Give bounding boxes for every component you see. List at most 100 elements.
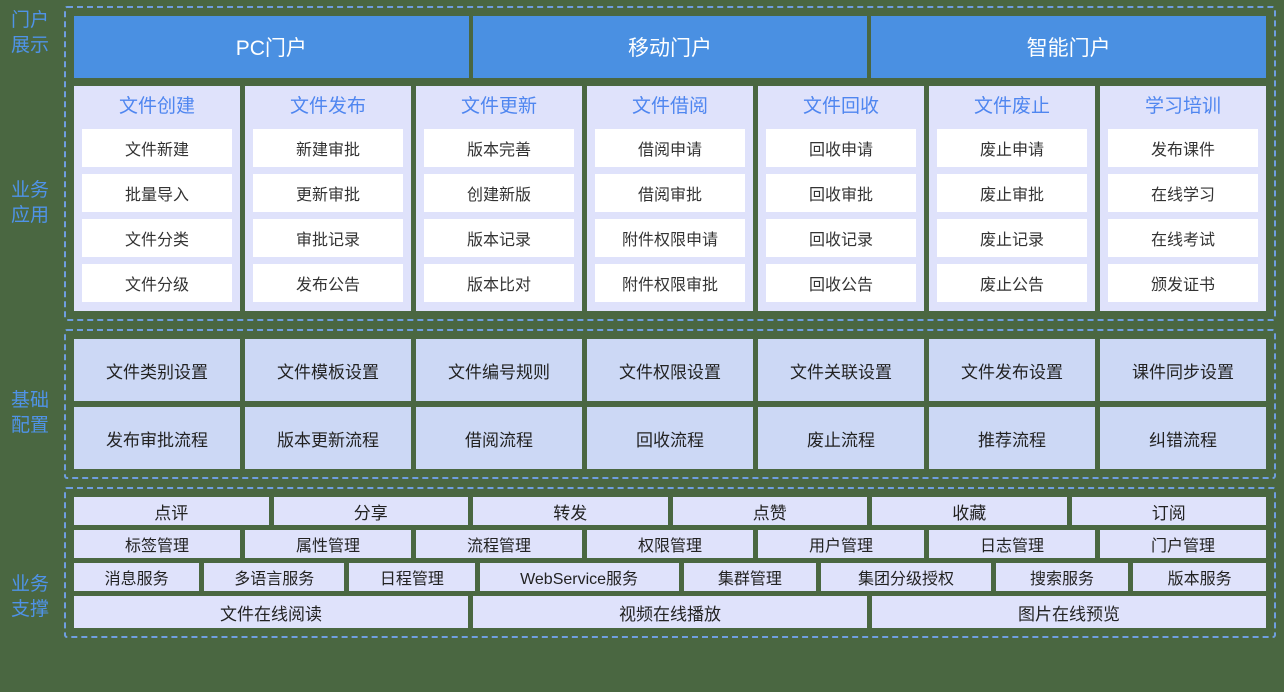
support-cell[interactable]: 视频在线播放 bbox=[473, 596, 867, 628]
config-cell[interactable]: 文件关联设置 bbox=[758, 339, 924, 401]
support-cell[interactable]: 日志管理 bbox=[929, 530, 1095, 558]
rail-label-line: 业务 bbox=[10, 180, 49, 201]
config-row-settings: 文件类别设置 文件模板设置 文件编号规则 文件权限设置 文件关联设置 文件发布设… bbox=[74, 339, 1266, 401]
support-cell[interactable]: 版本服务 bbox=[1133, 563, 1267, 591]
support-cell[interactable]: 订阅 bbox=[1071, 497, 1266, 525]
config-cell[interactable]: 文件权限设置 bbox=[587, 339, 753, 401]
app-item[interactable]: 发布公告 bbox=[253, 264, 403, 302]
application-columns: 文件创建 文件新建 批量导入 文件分类 文件分级 文件发布 新建审批 更新审批 … bbox=[74, 86, 1266, 311]
app-column-file-update: 文件更新 版本完善 创建新版 版本记录 版本比对 bbox=[416, 86, 582, 311]
app-column-file-recycle: 文件回收 回收申请 回收审批 回收记录 回收公告 bbox=[758, 86, 924, 311]
app-item[interactable]: 版本完善 bbox=[424, 129, 574, 167]
app-item[interactable]: 批量导入 bbox=[82, 174, 232, 212]
support-cell[interactable]: 收藏 bbox=[872, 497, 1067, 525]
support-cell[interactable]: 文件在线阅读 bbox=[74, 596, 468, 628]
config-cell[interactable]: 废止流程 bbox=[758, 407, 924, 469]
config-cell[interactable]: 回收流程 bbox=[587, 407, 753, 469]
portal-item-smart[interactable]: 智能门户 bbox=[871, 16, 1267, 78]
app-column-title: 文件回收 bbox=[802, 96, 879, 117]
app-column-title: 文件废止 bbox=[973, 96, 1050, 117]
support-cell[interactable]: 点评 bbox=[74, 497, 269, 525]
app-item[interactable]: 废止公告 bbox=[937, 264, 1087, 302]
rail-label-line: 展示 bbox=[10, 35, 49, 56]
rail-label-line: 支撑 bbox=[10, 599, 49, 620]
config-cell[interactable]: 课件同步设置 bbox=[1100, 339, 1266, 401]
portal-item-mobile[interactable]: 移动门户 bbox=[472, 16, 868, 78]
config-cell[interactable]: 借阅流程 bbox=[416, 407, 582, 469]
portal-bar: PC门户 移动门户 智能门户 bbox=[74, 16, 1267, 78]
app-column-title: 学习培训 bbox=[1144, 96, 1221, 117]
app-column-file-publish: 文件发布 新建审批 更新审批 审批记录 发布公告 bbox=[245, 86, 411, 311]
app-item[interactable]: 回收记录 bbox=[766, 219, 916, 257]
rail-label-line: 门户 bbox=[10, 10, 49, 31]
app-item[interactable]: 在线考试 bbox=[1108, 219, 1258, 257]
app-column-file-borrow: 文件借阅 借阅申请 借阅审批 附件权限申请 附件权限审批 bbox=[587, 86, 753, 311]
support-cell[interactable]: 用户管理 bbox=[758, 530, 924, 558]
rail-label-line: 业务 bbox=[10, 574, 49, 595]
config-cell[interactable]: 纠错流程 bbox=[1100, 407, 1266, 469]
support-cell[interactable]: WebService服务 bbox=[479, 563, 679, 591]
support-cell[interactable]: 转发 bbox=[473, 497, 668, 525]
app-item[interactable]: 废止记录 bbox=[937, 219, 1087, 257]
app-column-title: 文件发布 bbox=[289, 96, 366, 117]
config-cell[interactable]: 发布审批流程 bbox=[74, 407, 240, 469]
app-item[interactable]: 回收申请 bbox=[766, 129, 916, 167]
app-column-file-abolish: 文件废止 废止申请 废止审批 废止记录 废止公告 bbox=[929, 86, 1095, 311]
config-cell[interactable]: 版本更新流程 bbox=[245, 407, 411, 469]
config-cell[interactable]: 文件发布设置 bbox=[929, 339, 1095, 401]
support-cell[interactable]: 搜索服务 bbox=[995, 563, 1129, 591]
rail-label-line: 配置 bbox=[10, 415, 49, 436]
support-cell[interactable]: 集团分级授权 bbox=[821, 563, 991, 591]
app-item[interactable]: 在线学习 bbox=[1108, 174, 1258, 212]
app-item[interactable]: 发布课件 bbox=[1108, 129, 1258, 167]
app-item[interactable]: 版本记录 bbox=[424, 219, 574, 257]
app-item[interactable]: 文件分类 bbox=[82, 219, 232, 257]
app-item[interactable]: 审批记录 bbox=[253, 219, 403, 257]
app-column-title: 文件借阅 bbox=[631, 96, 708, 117]
app-item[interactable]: 借阅申请 bbox=[595, 129, 745, 167]
support-cell[interactable]: 图片在线预览 bbox=[872, 596, 1266, 628]
config-cell[interactable]: 推荐流程 bbox=[929, 407, 1095, 469]
support-cell[interactable]: 多语言服务 bbox=[204, 563, 345, 591]
app-item[interactable]: 更新审批 bbox=[253, 174, 403, 212]
support-cell[interactable]: 属性管理 bbox=[245, 530, 411, 558]
rail-label-business-application: 业务 应用 bbox=[0, 178, 60, 228]
rail-label-line: 基础 bbox=[10, 390, 49, 411]
config-cell[interactable]: 文件类别设置 bbox=[74, 339, 240, 401]
support-cell[interactable]: 消息服务 bbox=[74, 563, 200, 591]
config-row-workflows: 发布审批流程 版本更新流程 借阅流程 回收流程 废止流程 推荐流程 纠错流程 bbox=[74, 407, 1266, 469]
support-row-management: 标签管理 属性管理 流程管理 权限管理 用户管理 日志管理 门户管理 bbox=[74, 530, 1266, 558]
app-item[interactable]: 回收审批 bbox=[766, 174, 916, 212]
support-cell[interactable]: 标签管理 bbox=[74, 530, 240, 558]
section-label-rail: 门户 展示 业务 应用 基础 配置 业务 支撑 bbox=[0, 0, 64, 692]
app-item[interactable]: 文件新建 bbox=[82, 129, 232, 167]
app-column-title: 文件更新 bbox=[460, 96, 537, 117]
app-item[interactable]: 附件权限申请 bbox=[595, 219, 745, 257]
band-business-support: 点评 分享 转发 点赞 收藏 订阅 标签管理 属性管理 流程管理 权限管理 用户… bbox=[64, 487, 1276, 638]
support-cell[interactable]: 分享 bbox=[273, 497, 468, 525]
support-cell[interactable]: 门户管理 bbox=[1100, 530, 1266, 558]
support-cell[interactable]: 流程管理 bbox=[416, 530, 582, 558]
app-item[interactable]: 创建新版 bbox=[424, 174, 574, 212]
app-item[interactable]: 借阅审批 bbox=[595, 174, 745, 212]
portal-item-pc[interactable]: PC门户 bbox=[74, 16, 469, 78]
support-cell[interactable]: 日程管理 bbox=[349, 563, 475, 591]
app-item[interactable]: 附件权限审批 bbox=[595, 264, 745, 302]
support-row-preview: 文件在线阅读 视频在线播放 图片在线预览 bbox=[74, 596, 1266, 628]
app-item[interactable]: 回收公告 bbox=[766, 264, 916, 302]
support-cell[interactable]: 集群管理 bbox=[683, 563, 817, 591]
app-item[interactable]: 废止申请 bbox=[937, 129, 1087, 167]
app-item[interactable]: 废止审批 bbox=[937, 174, 1087, 212]
app-item[interactable]: 颁发证书 bbox=[1108, 264, 1258, 302]
config-cell[interactable]: 文件编号规则 bbox=[416, 339, 582, 401]
support-cell[interactable]: 权限管理 bbox=[587, 530, 753, 558]
support-cell[interactable]: 点赞 bbox=[672, 497, 867, 525]
rail-label-line: 应用 bbox=[10, 205, 49, 226]
app-item[interactable]: 新建审批 bbox=[253, 129, 403, 167]
app-item[interactable]: 版本比对 bbox=[424, 264, 574, 302]
app-item[interactable]: 文件分级 bbox=[82, 264, 232, 302]
config-cell[interactable]: 文件模板设置 bbox=[245, 339, 411, 401]
diagram-content: PC门户 移动门户 智能门户 文件创建 文件新建 批量导入 文件分类 文件分级 … bbox=[64, 0, 1284, 692]
support-row-social: 点评 分享 转发 点赞 收藏 订阅 bbox=[74, 497, 1266, 525]
